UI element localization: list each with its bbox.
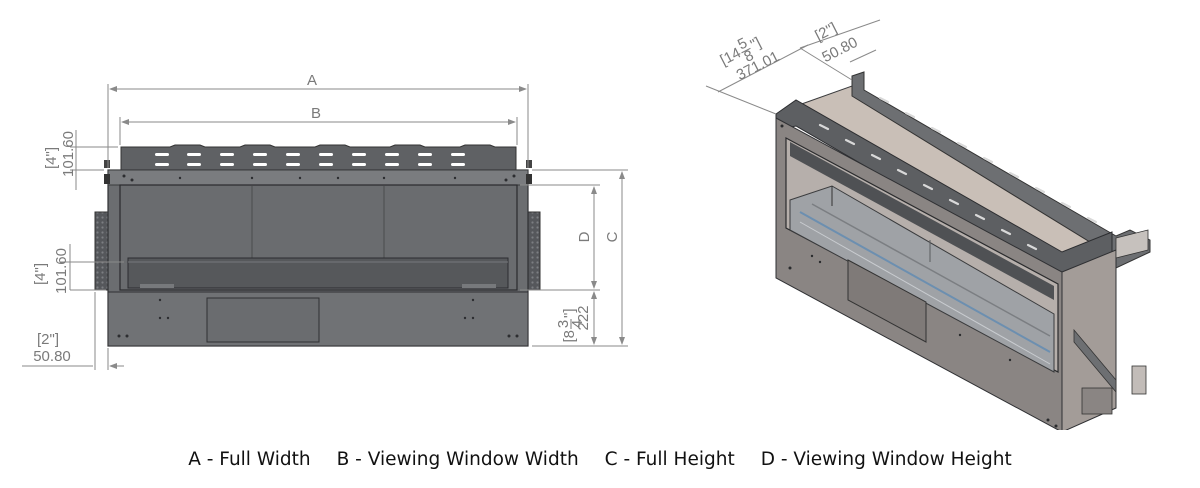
iso-burner-tray: [789, 185, 1055, 373]
lower-mm-dim: 101.60: [53, 248, 70, 294]
flange-inch-dim: [2"]: [812, 19, 839, 44]
top-header-bar: [107, 169, 529, 186]
svg-text:"]: "]: [561, 309, 578, 319]
dim-c-label: C: [604, 231, 621, 242]
top-tab-mm-dim: 101.60: [60, 131, 77, 177]
top-strip-slots: [155, 153, 465, 166]
iso-view: [775, 71, 1151, 430]
fastener-dots: [117, 174, 519, 338]
sill-mm-dim: 222: [575, 305, 592, 330]
svg-text:3: 3: [555, 320, 572, 328]
lower-inch-dim: [4"]: [32, 263, 49, 285]
bottom-mm-dim: 50.80: [33, 348, 71, 365]
burner-tray: [127, 257, 509, 289]
iso-access-panel: [847, 259, 927, 343]
dimension-legend: A - Full Width B - Viewing Window Width …: [0, 449, 1200, 477]
dim-a-label: A: [307, 72, 317, 89]
iso-rail-slots: [818, 96, 1098, 251]
iso-back-rail: [851, 71, 1151, 269]
legend-full-width: A - Full Width: [188, 449, 311, 470]
dim-b-label: B: [311, 105, 321, 122]
bottom-inch-dim: [2"]: [37, 331, 59, 348]
top-tab-inch-dim: [4"]: [43, 147, 60, 169]
front-dimensions: [22, 84, 628, 370]
access-panel: [206, 297, 320, 343]
iso-side-face: [1061, 249, 1117, 430]
dim-d-label: D: [576, 231, 593, 242]
legend-viewing-window-height: D - Viewing Window Height: [760, 449, 1012, 470]
legend-viewing-window-width: B - Viewing Window Width: [336, 449, 579, 470]
sill-inch-dim: [8 3 4 "]: [555, 309, 586, 343]
iso-dimensions: [705, 19, 881, 115]
front-view: [94, 144, 541, 347]
svg-text:4: 4: [569, 320, 586, 328]
legend-full-height: C - Full Height: [604, 449, 735, 470]
top-tab-strip: [120, 144, 517, 171]
technical-drawing: A B C D [4"] 101.60 [4"] 101.60 [2"] 50.…: [22, 19, 1151, 430]
depth-mm-dim: 371.01: [734, 48, 783, 84]
svg-text:[8: [8: [561, 330, 578, 343]
